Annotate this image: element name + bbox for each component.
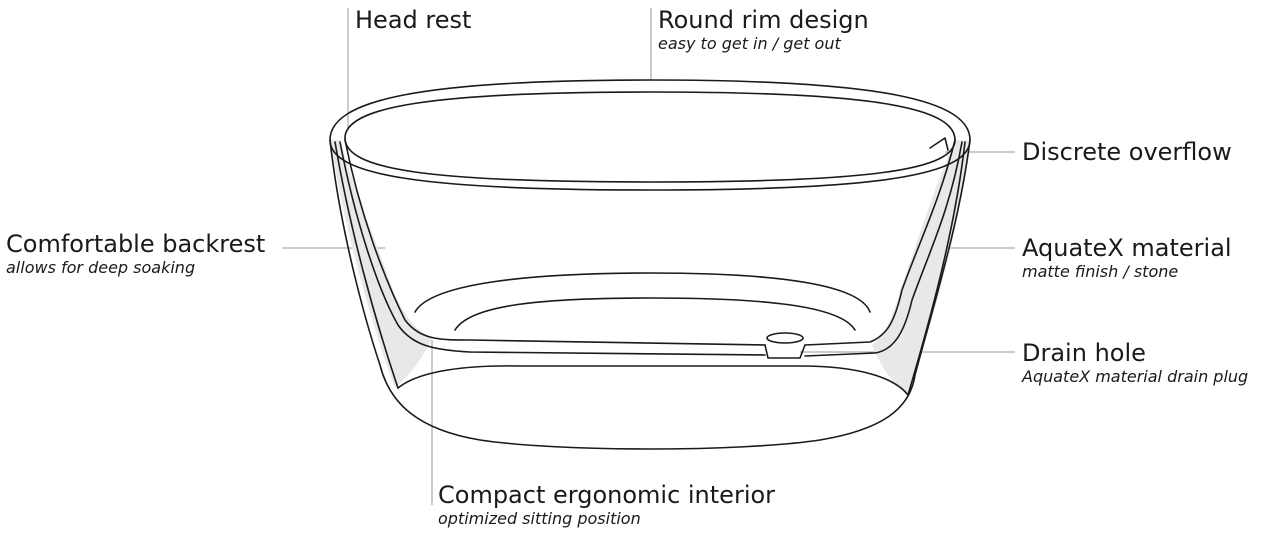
material-subtitle: matte finish / stone [1022, 262, 1232, 282]
interior-floor-contour-2 [455, 298, 855, 330]
backrest-subtitle: allows for deep soaking [6, 258, 265, 278]
interior-title: Compact ergonomic interior [438, 481, 775, 509]
interior-callout: Compact ergonomic interior optimized sit… [438, 481, 775, 529]
overflow-notch [930, 138, 948, 150]
overflow-callout: Discrete overflow [1022, 138, 1232, 166]
drain-hole [765, 345, 805, 358]
round-rim-title: Round rim design [658, 6, 869, 34]
material-callout: AquateX material matte finish / stone [1022, 234, 1232, 282]
head-rest-callout: Head rest [355, 6, 471, 34]
drain-plug [767, 333, 803, 343]
backrest-callout: Comfortable backrest allows for deep soa… [6, 230, 265, 278]
interior-underside [398, 366, 908, 395]
interior-subtitle: optimized sitting position [438, 509, 775, 529]
head-rest-title: Head rest [355, 6, 471, 34]
drain-callout: Drain hole AquateX material drain plug [1022, 339, 1248, 387]
round-rim-callout: Round rim design easy to get in / get ou… [658, 6, 869, 54]
drain-title: Drain hole [1022, 339, 1248, 367]
backrest-title: Comfortable backrest [6, 230, 265, 258]
material-title: AquateX material [1022, 234, 1232, 262]
round-rim-subtitle: easy to get in / get out [658, 34, 869, 54]
outer-shell [330, 140, 970, 449]
overflow-title: Discrete overflow [1022, 138, 1232, 166]
right-wall-section [872, 140, 970, 395]
rim-inner [345, 92, 955, 182]
drain-subtitle: AquateX material drain plug [1022, 367, 1248, 387]
